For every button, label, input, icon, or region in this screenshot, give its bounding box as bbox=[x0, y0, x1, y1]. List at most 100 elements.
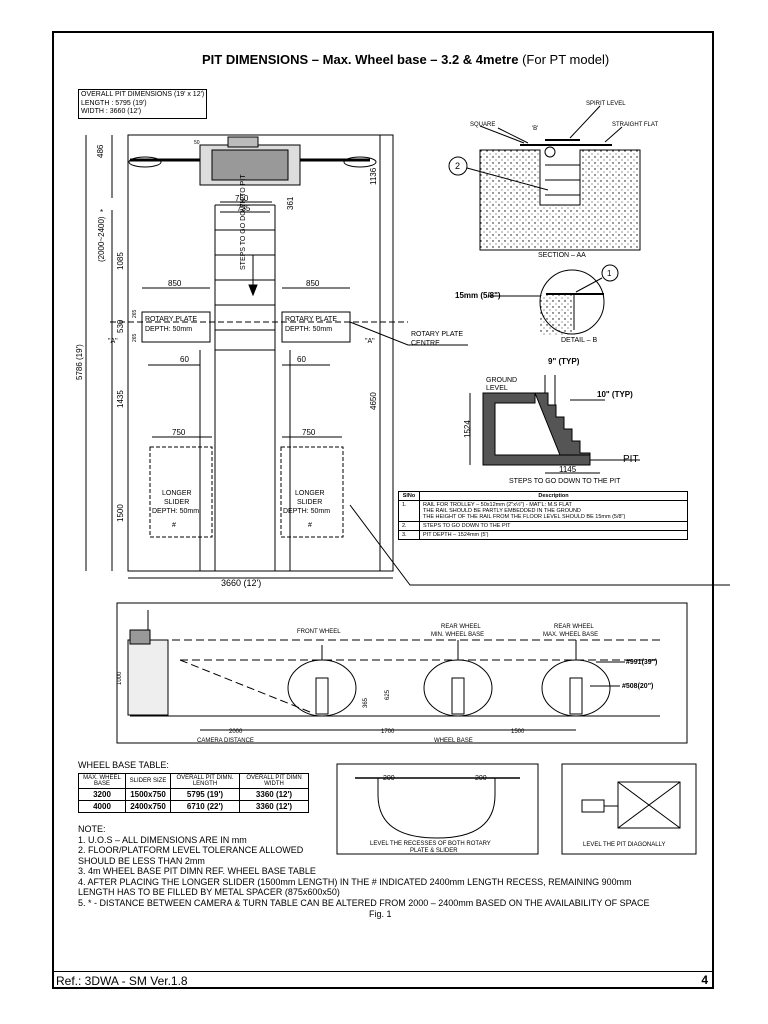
svg-text:4650: 4650 bbox=[369, 392, 378, 410]
svg-text:200: 200 bbox=[475, 775, 487, 782]
recess-diagram bbox=[336, 763, 539, 855]
svg-text:1500: 1500 bbox=[511, 729, 525, 735]
svg-text:3660 (12'): 3660 (12') bbox=[221, 578, 261, 588]
svg-text:DETAIL – B: DETAIL – B bbox=[561, 337, 598, 344]
svg-text:LONGER: LONGER bbox=[295, 490, 325, 497]
svg-text:CAMERA DISTANCE: CAMERA DISTANCE bbox=[197, 738, 254, 744]
svg-text:FRONT WHEEL: FRONT WHEEL bbox=[297, 629, 341, 635]
svg-text:'B': 'B' bbox=[532, 126, 538, 132]
detail-b bbox=[488, 264, 619, 335]
side-view-labels: FRONT WHEEL REAR WHEEL MIN. WHEEL BASE R… bbox=[117, 624, 657, 744]
svg-text:60: 60 bbox=[180, 355, 189, 364]
svg-text:SPIRIT LEVEL: SPIRIT LEVEL bbox=[586, 101, 626, 107]
svg-text:#: # bbox=[308, 522, 312, 529]
recess-labels: 200 200 LEVEL THE RECESSES OF BOTH ROTAR… bbox=[370, 775, 491, 854]
svg-text:10" (TYP): 10" (TYP) bbox=[597, 390, 633, 399]
svg-text:DEPTH: 50mm: DEPTH: 50mm bbox=[145, 326, 192, 333]
page-frame bbox=[52, 31, 714, 989]
section-aa-labels: SPIRIT LEVEL SQUARE 'B' STRAIGHT FLAT 2 … bbox=[455, 101, 658, 259]
svg-text:265: 265 bbox=[132, 333, 138, 342]
svg-text:850: 850 bbox=[306, 279, 320, 288]
svg-text:2: 2 bbox=[455, 161, 460, 171]
svg-text:LONGER: LONGER bbox=[162, 490, 192, 497]
svg-text:735: 735 bbox=[237, 204, 251, 213]
diagonal-caption: LEVEL THE PIT DIAGONALLY bbox=[583, 842, 665, 848]
notes: NOTE: 1. U.O.S – ALL DIMENSIONS ARE IN m… bbox=[78, 824, 650, 908]
table-row: 2.STEPS TO GO DOWN TO THE PIT bbox=[398, 521, 688, 531]
svg-text:760: 760 bbox=[235, 194, 249, 203]
svg-text:ROTARY PLATE: ROTARY PLATE bbox=[411, 331, 463, 338]
svg-text:SECTION – AA: SECTION – AA bbox=[538, 252, 586, 259]
svg-text:200: 200 bbox=[383, 775, 395, 782]
svg-text:DEPTH: 50mm: DEPTH: 50mm bbox=[152, 508, 199, 515]
svg-text:50: 50 bbox=[194, 140, 200, 146]
svg-text:1: 1 bbox=[607, 269, 612, 278]
svg-text:REAR WHEEL: REAR WHEEL bbox=[441, 624, 481, 630]
pit-outline bbox=[127, 134, 394, 572]
svg-text:REAR WHEEL: REAR WHEEL bbox=[554, 624, 594, 630]
svg-text:WHEEL BASE: WHEEL BASE bbox=[434, 738, 473, 744]
svg-text:#508(20"): #508(20") bbox=[622, 683, 653, 690]
diagonal-diagram bbox=[561, 763, 697, 855]
svg-text:265: 265 bbox=[132, 309, 138, 318]
svg-text:SLIDER: SLIDER bbox=[297, 499, 322, 506]
page-number: 4 bbox=[701, 973, 708, 987]
pit-plan-view bbox=[85, 134, 730, 586]
side-view bbox=[116, 602, 688, 744]
table-row: 3.PIT DEPTH – 1524mm (5') bbox=[398, 530, 688, 540]
svg-text:1145: 1145 bbox=[559, 465, 577, 474]
svg-text:MAX. WHEEL BASE: MAX. WHEEL BASE bbox=[543, 632, 598, 638]
svg-text:#991(39"): #991(39") bbox=[626, 659, 657, 666]
figure-caption: Fig. 1 bbox=[369, 909, 392, 919]
svg-text:365: 365 bbox=[363, 697, 369, 708]
page-footer: Ref.: 3DWA - SM Ver.1.8 4 bbox=[52, 971, 714, 990]
svg-text:2000: 2000 bbox=[229, 729, 243, 735]
svg-text:DEPTH: 50mm: DEPTH: 50mm bbox=[283, 508, 330, 515]
svg-text:PLATE & SLIDER: PLATE & SLIDER bbox=[410, 848, 458, 854]
svg-text:ROTARY PLATE: ROTARY PLATE bbox=[285, 316, 337, 323]
steps-section bbox=[469, 375, 640, 474]
svg-text:CENTRE: CENTRE bbox=[411, 340, 440, 347]
wheel-base-table-title: WHEEL BASE TABLE: bbox=[78, 760, 169, 770]
svg-text:LEVEL: LEVEL bbox=[486, 385, 508, 392]
svg-text:GROUND: GROUND bbox=[486, 377, 517, 384]
svg-text:486: 486 bbox=[96, 144, 105, 158]
svg-text:LEVEL THE RECESSES OF BOTH ROT: LEVEL THE RECESSES OF BOTH ROTARY bbox=[370, 841, 491, 847]
svg-text:DEPTH: 50mm: DEPTH: 50mm bbox=[285, 326, 332, 333]
svg-text:1085: 1085 bbox=[116, 252, 125, 270]
svg-text:5786 (19'): 5786 (19') bbox=[75, 344, 84, 380]
table-row: 1. RAIL FOR TROLLEY – 50x12mm (2"x½") - … bbox=[398, 500, 688, 522]
svg-text:1700: 1700 bbox=[381, 729, 395, 735]
svg-text:STEPS TO GO DOWN TO PIT: STEPS TO GO DOWN TO PIT bbox=[240, 174, 247, 270]
svg-text:STEPS TO GO DOWN TO THE PIT: STEPS TO GO DOWN TO THE PIT bbox=[509, 478, 621, 485]
detail-b-labels: 1 15mm (5/8") DETAIL – B bbox=[455, 269, 612, 344]
svg-text:MIN. WHEEL BASE: MIN. WHEEL BASE bbox=[431, 632, 484, 638]
svg-text:9" (TYP): 9" (TYP) bbox=[548, 357, 580, 366]
svg-text:ROTARY PLATE: ROTARY PLATE bbox=[145, 316, 197, 323]
page-title: PIT DIMENSIONS – Max. Wheel base – 3.2 &… bbox=[202, 52, 610, 67]
svg-text:1136: 1136 bbox=[369, 167, 378, 185]
svg-text:1000: 1000 bbox=[117, 671, 123, 685]
svg-text:PIT: PIT bbox=[623, 454, 639, 465]
svg-text:SQUARE: SQUARE bbox=[470, 122, 495, 128]
wheel-base-table: MAX. WHEEL BASE SLIDER SIZE OVERALL PIT … bbox=[78, 773, 309, 813]
svg-text:750: 750 bbox=[302, 428, 316, 437]
svg-text:530: 530 bbox=[116, 319, 125, 333]
svg-text:#: # bbox=[172, 522, 176, 529]
svg-text:*: * bbox=[100, 208, 103, 217]
svg-text:361: 361 bbox=[286, 196, 295, 210]
svg-text:850: 850 bbox=[168, 279, 182, 288]
plan-labels: 486 1136 50 760 735 361 (2000~2400) * 10… bbox=[75, 140, 463, 588]
svg-text:60: 60 bbox=[297, 355, 306, 364]
svg-text:750: 750 bbox=[172, 428, 186, 437]
svg-text:STRAIGHT FLAT: STRAIGHT FLAT bbox=[612, 122, 658, 128]
svg-text:15mm (5/8"): 15mm (5/8") bbox=[455, 291, 501, 300]
svg-text:SLIDER: SLIDER bbox=[164, 499, 189, 506]
svg-text:"A": "A" bbox=[365, 338, 375, 345]
steps-section-labels: 9" (TYP) GROUND LEVEL 10" (TYP) 1524 PIT… bbox=[463, 357, 639, 485]
svg-text:1500: 1500 bbox=[116, 504, 125, 522]
